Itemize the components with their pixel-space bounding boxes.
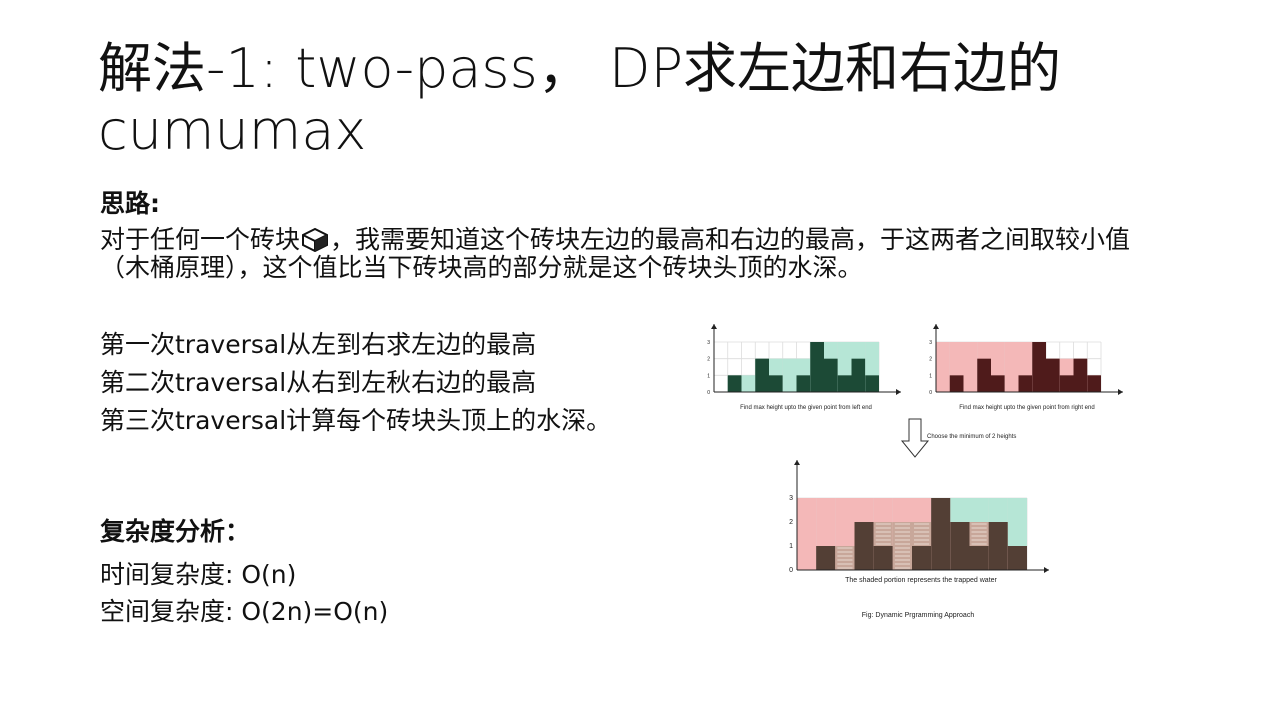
left-max-fill <box>1007 498 1027 546</box>
idea-paragraph: 对于任何一个砖块，我需要知道这个砖块左边的最高和右边的最高，于这两者之间取较小值… <box>100 226 1180 282</box>
height-bar <box>816 546 836 570</box>
left-max-chart: 0 1 2 3 <box>707 324 901 396</box>
height-bar <box>873 546 893 570</box>
trapped-water <box>873 522 893 546</box>
left-chart-caption: Find max height upto the given point fro… <box>740 405 872 411</box>
space-complexity: 空间复杂度: O(2n)=O(n) <box>100 597 389 626</box>
height-bar <box>950 522 970 570</box>
max-fill <box>782 358 797 392</box>
y-tick-label: 0 <box>789 567 793 574</box>
left-max-fill <box>988 498 1008 522</box>
height-bar <box>1018 375 1033 392</box>
x-axis-arrow-icon <box>896 389 901 395</box>
height-bar <box>949 375 964 392</box>
y-tick-label: 1 <box>707 373 710 379</box>
height-bar <box>1087 375 1101 392</box>
height-bar <box>1073 358 1088 392</box>
trapped-water-chart: 0 1 2 3 <box>789 460 1049 574</box>
y-tick-label: 2 <box>789 519 793 526</box>
right-max-fill <box>797 498 817 570</box>
idea-text-before: 对于任何一个砖块 <box>100 225 301 254</box>
y-tick-label: 2 <box>707 357 710 363</box>
height-bar <box>796 375 811 392</box>
figure-caption: Fig: Dynamic Prgramming Approach <box>862 612 975 619</box>
step-2: 第二次traversal从右到左秋右边的最高 <box>100 368 537 397</box>
y-tick-label: 1 <box>789 543 793 550</box>
left-max-fill <box>969 498 989 522</box>
height-bar <box>912 546 932 570</box>
height-bar <box>837 375 852 392</box>
height-bar <box>969 546 989 570</box>
height-bar <box>854 522 874 570</box>
y-axis-arrow-icon <box>711 324 717 329</box>
trapped-water <box>969 522 989 546</box>
max-fill <box>741 375 756 392</box>
trapped-water <box>912 522 932 546</box>
down-arrow-icon <box>900 418 930 458</box>
bottom-chart-caption: The shaded portion represents the trappe… <box>845 577 997 584</box>
y-tick-label: 3 <box>707 340 710 346</box>
height-bar <box>977 358 991 392</box>
trapped-water <box>835 546 855 570</box>
x-axis-arrow-icon <box>1044 567 1049 573</box>
max-fill <box>1004 342 1019 392</box>
height-bar <box>810 342 824 392</box>
y-tick-label: 1 <box>929 373 932 379</box>
brick-icon <box>302 227 329 253</box>
slide-title: 解法-1: two-pass， DP求左边和右边的cumumax <box>98 37 1062 162</box>
idea-heading: 思路: <box>100 189 160 218</box>
height-bar <box>1046 358 1060 392</box>
time-complexity: 时间复杂度: O(n) <box>100 560 297 589</box>
y-axis-arrow-icon <box>794 460 800 465</box>
right-chart-caption: Find max height upto the given point fro… <box>959 405 1094 411</box>
y-tick-label: 0 <box>707 390 710 396</box>
height-bar <box>991 375 1005 392</box>
y-tick-label: 2 <box>929 357 932 363</box>
max-fill <box>963 342 978 392</box>
x-axis-arrow-icon <box>1118 389 1123 395</box>
height-bar <box>865 375 879 392</box>
complexity-heading: 复杂度分析： <box>100 517 251 546</box>
trapped-water <box>892 522 912 570</box>
height-bar <box>988 522 1008 570</box>
arrow-label: Choose the minimum of 2 heights <box>927 434 1016 440</box>
idea-text-after: ，我需要知道这个砖块左边的最高和右边的最高，于这两者之间取较小值（木桶原理），这… <box>100 225 1131 282</box>
right-max-chart: 0 1 2 3 <box>929 324 1123 396</box>
height-bar <box>727 375 742 392</box>
height-bar <box>824 358 838 392</box>
max-fill <box>936 342 950 392</box>
height-bar <box>1059 375 1074 392</box>
height-bar <box>931 498 951 570</box>
y-tick-label: 3 <box>929 340 932 346</box>
steps-list: 第一次traversal从左到右求左边的最高 第二次traversal从右到左秋… <box>100 326 611 440</box>
height-bar <box>851 358 866 392</box>
height-bar <box>755 358 769 392</box>
complexity-list: 时间复杂度: O(n) 空间复杂度: O(2n)=O(n) <box>100 556 388 630</box>
step-3: 第三次traversal计算每个砖块头顶上的水深。 <box>100 406 612 435</box>
height-bar <box>1007 546 1027 570</box>
y-tick-label: 0 <box>929 390 932 396</box>
y-axis-arrow-icon <box>933 324 939 329</box>
y-tick-label: 3 <box>789 495 793 502</box>
step-1: 第一次traversal从左到右求左边的最高 <box>100 330 537 359</box>
height-bar <box>769 375 783 392</box>
left-max-fill <box>950 498 970 522</box>
height-bar <box>1032 342 1046 392</box>
